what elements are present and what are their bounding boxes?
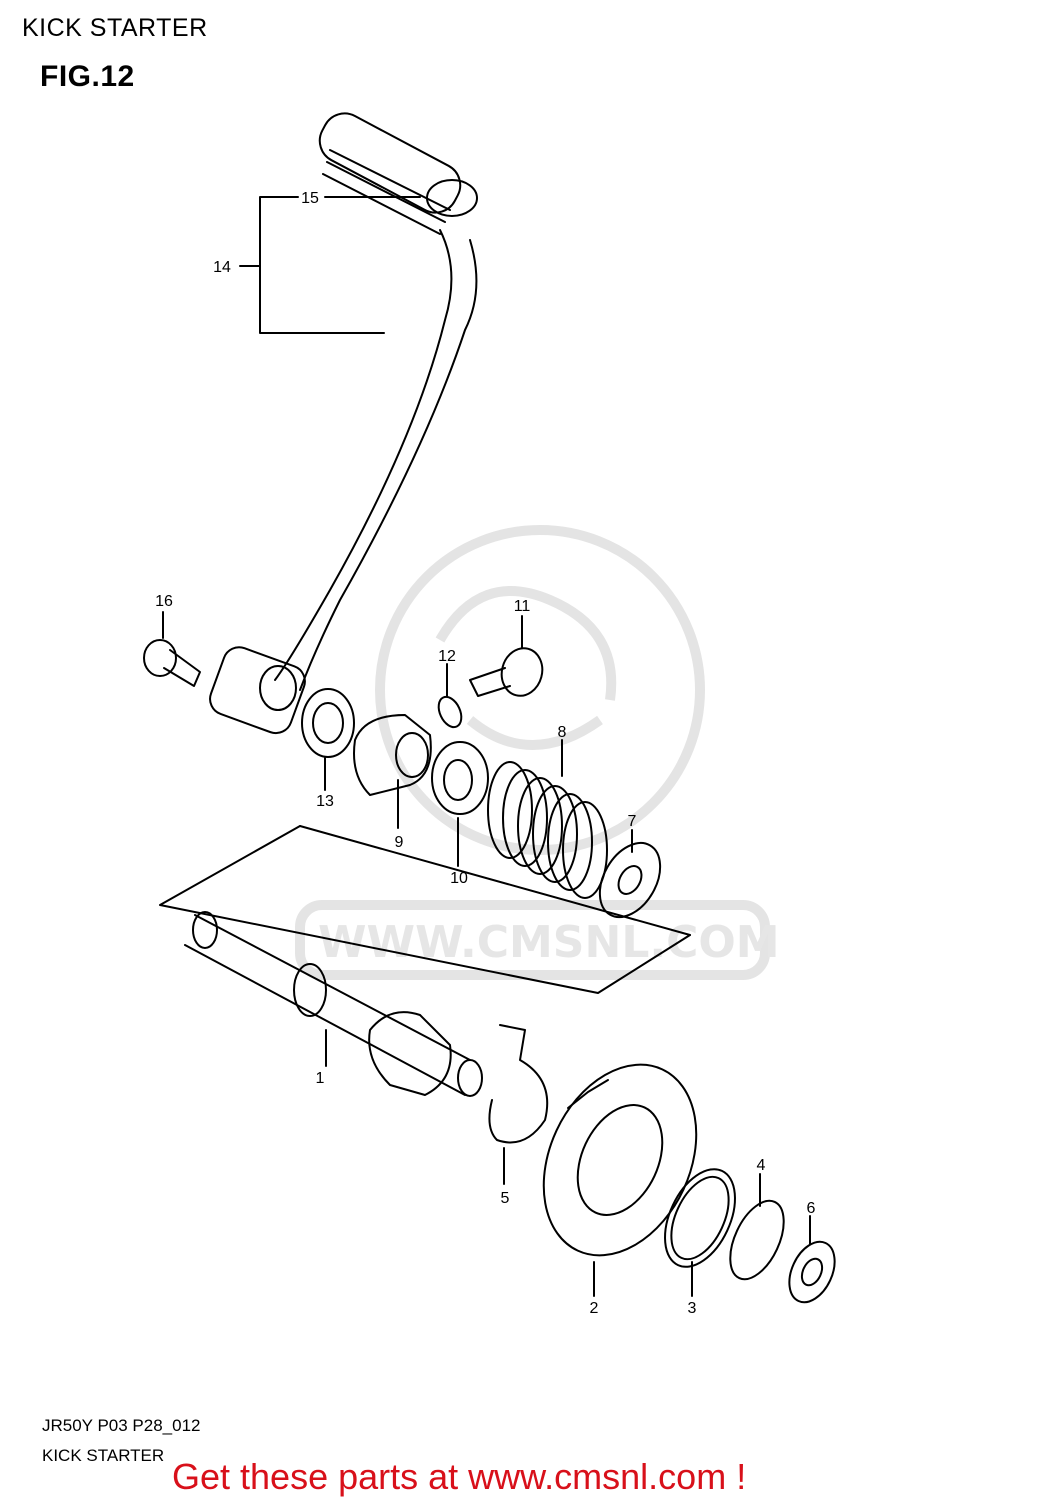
washer-6 bbox=[788, 1215, 836, 1304]
callout-1: 1 bbox=[316, 1070, 325, 1087]
seal-inner bbox=[312, 702, 344, 744]
oil-seal-13 bbox=[301, 688, 355, 791]
lever-arm-outer bbox=[274, 229, 453, 681]
kick-gear-2 bbox=[542, 1063, 698, 1297]
bolt-head bbox=[143, 639, 177, 677]
watermark-logo-mouth bbox=[466, 715, 603, 750]
callout-9: 9 bbox=[395, 834, 404, 851]
guide-body bbox=[353, 714, 432, 796]
shaft-spline bbox=[293, 963, 327, 1017]
diagram-code: JR50Y P03 P28_012 bbox=[42, 1416, 201, 1435]
figure-label: FIG.12 bbox=[40, 60, 135, 93]
spacer-outer bbox=[431, 741, 489, 815]
callout-15: 15 bbox=[301, 190, 319, 207]
grip-cap bbox=[426, 179, 478, 217]
promo-banner-link[interactable]: Get these parts at www.cmsnl.com ! bbox=[172, 1456, 747, 1497]
callout-2: 2 bbox=[590, 1300, 599, 1317]
lever-grip bbox=[318, 112, 462, 214]
callout-12: 12 bbox=[438, 648, 456, 665]
shaft-end bbox=[192, 911, 218, 949]
kick-shaft-1 bbox=[184, 911, 483, 1097]
callout-10: 10 bbox=[450, 870, 468, 887]
kick-lever bbox=[209, 112, 478, 735]
assembly-plane-outline bbox=[159, 825, 691, 994]
shaft-top bbox=[194, 914, 471, 1061]
diagram-footer-title: KICK STARTER bbox=[42, 1446, 165, 1465]
seal-outer bbox=[301, 688, 355, 758]
callout-6: 6 bbox=[807, 1200, 816, 1217]
watermark bbox=[295, 525, 770, 980]
grip-rib bbox=[326, 161, 446, 223]
gear-outer bbox=[542, 1063, 698, 1257]
callout-7: 7 bbox=[628, 813, 637, 830]
return-spring-8 bbox=[487, 739, 608, 899]
guide-bore bbox=[395, 732, 429, 778]
callout-labels: 1 2 3 4 5 6 7 8 9 10 11 12 13 14 15 16 bbox=[155, 190, 815, 1317]
page-header: KICK STARTER bbox=[22, 14, 208, 42]
callout-13: 13 bbox=[316, 793, 334, 810]
spacer-inner bbox=[443, 759, 473, 801]
shaft-helical-gear bbox=[368, 1011, 452, 1096]
lever-arm-inner bbox=[299, 239, 478, 691]
watermark-logo-circle bbox=[375, 525, 705, 855]
callout-8: 8 bbox=[558, 724, 567, 741]
lever-boss bbox=[209, 646, 306, 735]
assembly-plane-back bbox=[299, 825, 691, 936]
shaft-tip bbox=[457, 1059, 483, 1097]
watermark-banner-box bbox=[295, 900, 770, 980]
callout-5: 5 bbox=[501, 1190, 510, 1207]
circlip-4 bbox=[729, 1173, 785, 1281]
callout-3: 3 bbox=[688, 1300, 697, 1317]
watermark-text: WWW.CMSNL.COM bbox=[318, 917, 780, 968]
clip-body bbox=[488, 1024, 549, 1144]
callout-14: 14 bbox=[213, 259, 231, 276]
stopper-bolt-11 bbox=[469, 615, 544, 697]
ring-3 bbox=[664, 1168, 736, 1297]
bolt-shank bbox=[163, 649, 201, 687]
washer-7 bbox=[598, 829, 662, 918]
watermark-logo-face bbox=[435, 586, 617, 701]
grip-rib bbox=[329, 149, 451, 211]
callout-11: 11 bbox=[514, 598, 531, 615]
bolt-shaft bbox=[469, 667, 511, 697]
bolt-16 bbox=[143, 611, 201, 687]
callout-4: 4 bbox=[757, 1157, 766, 1174]
spacer-10 bbox=[431, 741, 489, 867]
callout-16: 16 bbox=[155, 593, 173, 610]
washer-12 bbox=[437, 663, 463, 729]
lever-bore bbox=[259, 665, 297, 711]
gear-teeth bbox=[567, 1079, 609, 1109]
callout-bracket-14-15 bbox=[259, 196, 385, 334]
grip-rib bbox=[322, 173, 441, 235]
spring-guide-9 bbox=[353, 714, 432, 829]
gear-hub bbox=[576, 1104, 664, 1216]
spring-clip-5 bbox=[488, 1024, 549, 1185]
shaft-bottom bbox=[184, 944, 466, 1096]
